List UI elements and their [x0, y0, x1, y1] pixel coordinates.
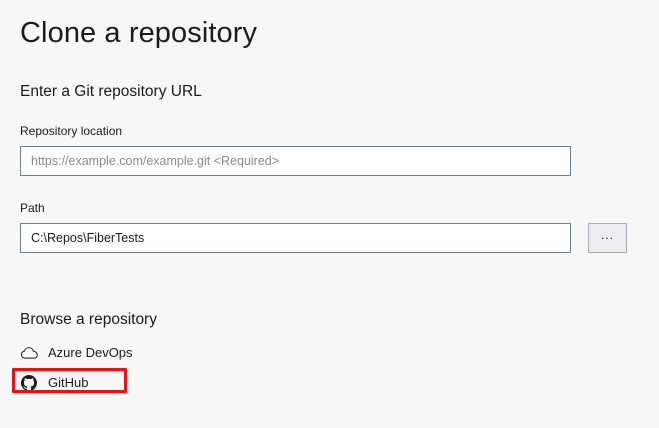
repository-location-label: Repository location: [20, 124, 123, 138]
url-section-heading: Enter a Git repository URL: [20, 83, 202, 100]
github-icon: [20, 374, 38, 392]
page-title: Clone a repository: [20, 17, 258, 49]
repository-location-input[interactable]: [20, 146, 571, 176]
provider-label-github: GitHub: [48, 375, 89, 390]
provider-label-azure-devops: Azure DevOps: [48, 345, 133, 360]
browse-section-heading: Browse a repository: [20, 311, 157, 328]
provider-item-github[interactable]: GitHub: [20, 372, 88, 394]
path-input[interactable]: [20, 223, 571, 253]
provider-item-azure-devops[interactable]: Azure DevOps: [20, 342, 133, 364]
ellipsis-browse-button[interactable]: ...: [588, 223, 627, 253]
path-label: Path: [20, 201, 45, 215]
cloud-icon: [20, 344, 38, 362]
